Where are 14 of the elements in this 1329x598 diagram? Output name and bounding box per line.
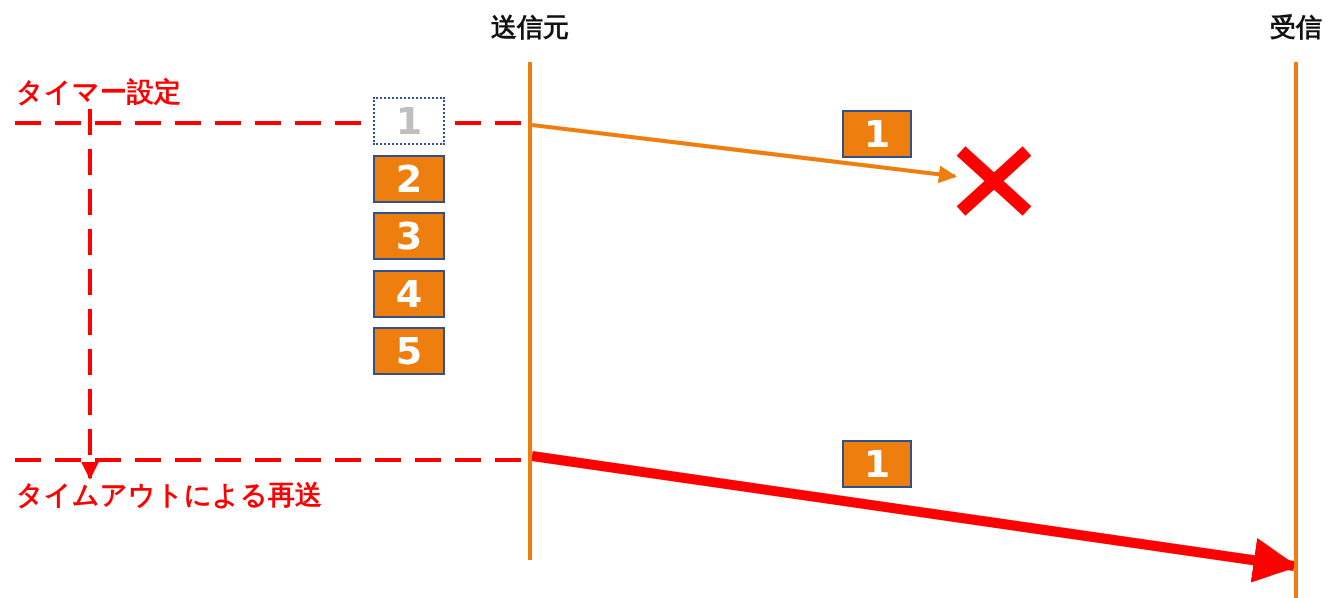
packet-box: 5 [373, 327, 445, 375]
lifeline-heading: 送信元 [491, 11, 569, 44]
arrow [81, 109, 99, 480]
annotation-text: タイマー設定 [16, 75, 181, 109]
lifeline-heading: 受信 [1270, 11, 1322, 44]
arrow [531, 123, 957, 184]
packet-box: 2 [373, 155, 445, 203]
cross-mark [955, 145, 1033, 217]
packet-box: 1 [842, 110, 912, 158]
packet-box: 3 [373, 212, 445, 260]
packet-box: 1 [842, 440, 912, 488]
packet-box: 4 [373, 270, 445, 318]
sent-packet-outline: 1 [373, 97, 445, 145]
annotation-text: タイムアウトによる再送 [16, 478, 322, 512]
